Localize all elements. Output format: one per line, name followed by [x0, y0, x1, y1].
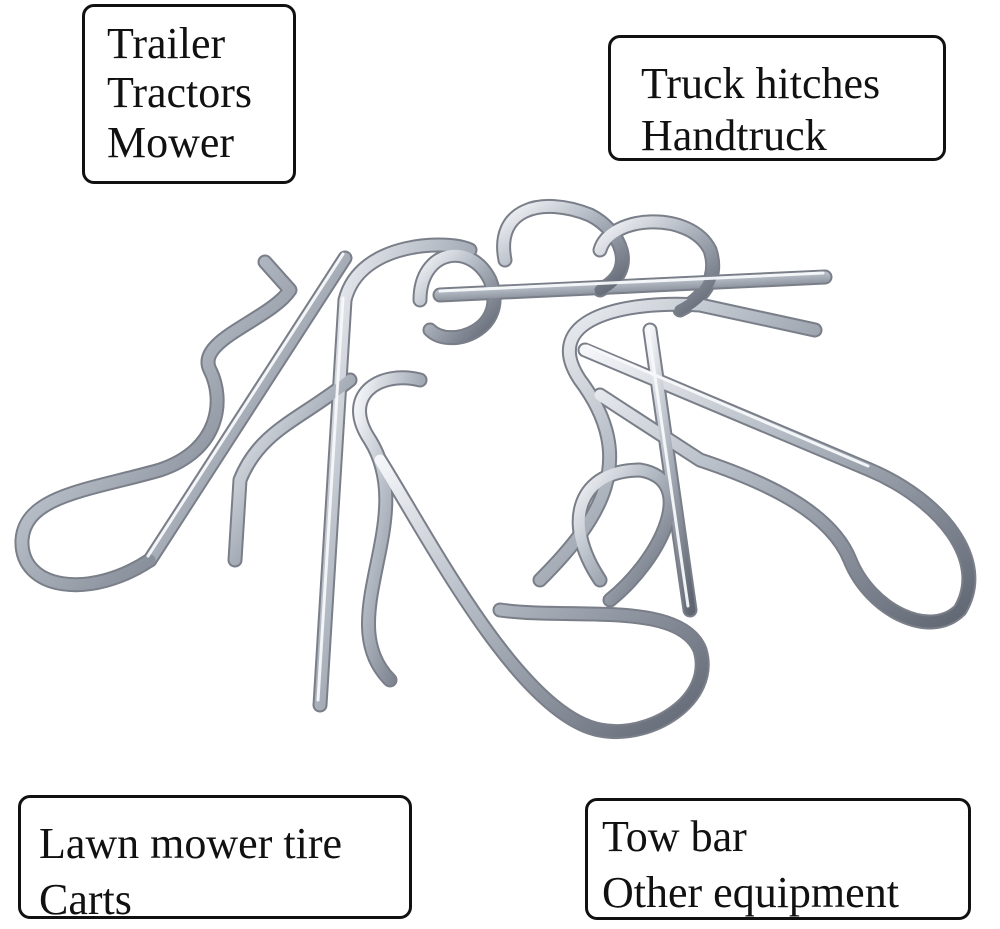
label-line: Lawn mower tire: [39, 819, 342, 868]
label-line: Other equipment: [602, 868, 899, 918]
usage-label-tow-bar-equipment: Tow bar Other equipment: [585, 798, 971, 920]
label-line: Mower: [107, 117, 235, 167]
label-line: Carts: [39, 875, 132, 925]
label-line: Trailer: [107, 19, 226, 68]
label-line: Handtruck: [641, 110, 827, 160]
label-line: Tow bar: [602, 812, 747, 861]
usage-label-lawn-mower-carts: Lawn mower tire Carts: [18, 795, 412, 924]
usage-label-trailer-tractors-mower: Trailer Tractors Mower: [82, 4, 296, 184]
usage-label-truck-hitches-handtruck: Truck hitches Handtruck: [608, 35, 946, 161]
label-line: Tractors: [107, 68, 253, 118]
label-line: Truck hitches: [641, 59, 881, 108]
